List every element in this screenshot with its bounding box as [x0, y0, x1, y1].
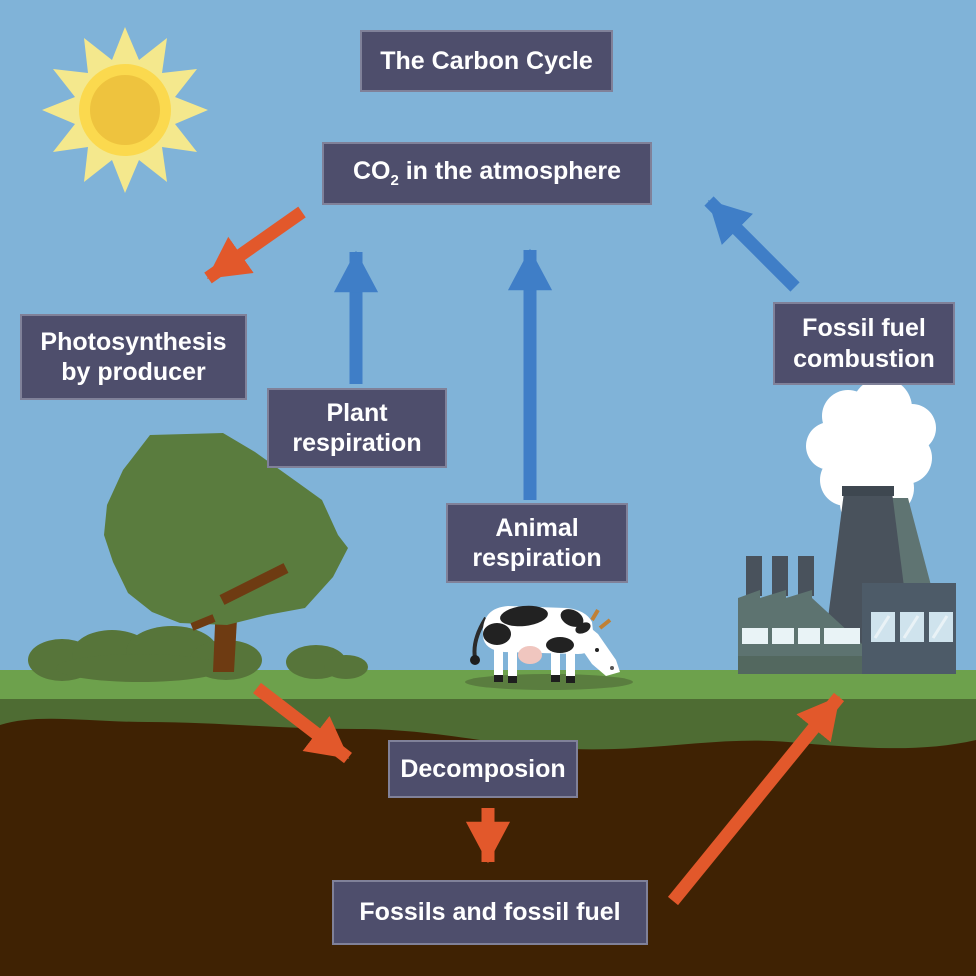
grass-dark-band — [0, 690, 976, 750]
cow-leg — [494, 648, 503, 680]
arrow-surface-to-decomposition — [253, 682, 352, 764]
cow-leg — [508, 650, 517, 681]
tree-branch — [190, 614, 216, 631]
title-text: The Carbon Cycle — [380, 46, 593, 75]
cow-leg — [551, 648, 560, 680]
co2-rest: in the atmosphere — [398, 157, 622, 186]
factory — [738, 378, 956, 674]
cow-legs — [494, 648, 575, 683]
grazing-cow — [465, 605, 633, 690]
sun — [42, 27, 208, 193]
tree — [104, 433, 348, 672]
sun-core — [90, 75, 160, 145]
label-fossil-fuel-combustion: Fossil fuel combustion — [773, 302, 955, 385]
cow-hoof — [551, 675, 560, 682]
label-co2-atmosphere: CO2 in the atmosphere — [322, 142, 652, 205]
label-decomposition: Decomposion — [388, 740, 578, 798]
cow-eye — [595, 648, 599, 652]
photosynthesis-line1: Photosynthesis — [40, 327, 227, 356]
arrow-fossils-to-surface — [667, 692, 845, 906]
cow-tail-tip — [470, 655, 480, 665]
plant-respiration-line1: Plant — [326, 398, 388, 427]
factory-windows — [871, 612, 953, 642]
window-divider — [820, 628, 824, 644]
cow-hoof — [508, 676, 517, 683]
animal-respiration-line1: Animal — [495, 513, 579, 542]
cow-patch — [483, 623, 511, 645]
fossil-fuel-combustion-line2: combustion — [793, 344, 935, 373]
decomposition-text: Decomposion — [400, 754, 566, 783]
animal-respiration-line2: respiration — [472, 544, 602, 572]
cow-nostril — [610, 666, 614, 670]
cow-hoof — [494, 675, 503, 682]
cow-tail — [472, 616, 488, 659]
window-divider — [794, 628, 798, 644]
cow-horn — [590, 608, 600, 622]
roof-chimney-stub — [746, 556, 762, 596]
roof-chimney-stub — [798, 556, 814, 596]
photosynthesis-line2: by producer — [61, 358, 206, 386]
arrow-co2-to-photosynthesis — [204, 206, 306, 284]
tree-canopy — [104, 433, 348, 625]
cow-patch — [546, 637, 574, 653]
label-title: The Carbon Cycle — [360, 30, 613, 92]
roof-chimney-stub — [772, 556, 788, 596]
window-divider — [768, 628, 772, 644]
fossil-fuel-combustion-line1: Fossil fuel — [802, 314, 926, 342]
bushes — [28, 626, 368, 682]
co2-text: CO2 in the atmosphere — [353, 156, 621, 190]
factory-hall-base — [738, 656, 862, 674]
window-glare — [902, 615, 920, 639]
plant-respiration-line2: respiration — [292, 429, 422, 457]
cow-patch — [500, 605, 548, 627]
flow-arrows — [204, 196, 845, 906]
cow-ear — [575, 622, 591, 634]
label-animal-respiration: Animal respiration — [446, 503, 628, 583]
co2-subscript: 2 — [390, 172, 399, 190]
label-photosynthesis: Photosynthesis by producer — [20, 314, 247, 400]
window-glare — [931, 615, 949, 639]
fossils-text: Fossils and fossil fuel — [359, 898, 621, 927]
label-fossils: Fossils and fossil fuel — [332, 880, 648, 945]
label-plant-respiration: Plant respiration — [267, 388, 447, 468]
bush — [56, 654, 224, 682]
chimney-cap — [842, 486, 894, 496]
cow-udder — [518, 646, 542, 664]
cow-hoof — [566, 676, 575, 683]
window-glare — [873, 615, 891, 639]
bush — [324, 655, 368, 679]
cow-patch — [560, 609, 584, 627]
factory-window-strip — [742, 628, 860, 644]
arrow-fossil-fuel-combustion-to-co2 — [704, 196, 800, 292]
cow-shadow — [465, 674, 633, 690]
cow-leg — [566, 650, 575, 681]
cow-horn — [598, 618, 612, 630]
co2-base: CO — [352, 157, 391, 186]
tree-branch — [219, 563, 289, 605]
